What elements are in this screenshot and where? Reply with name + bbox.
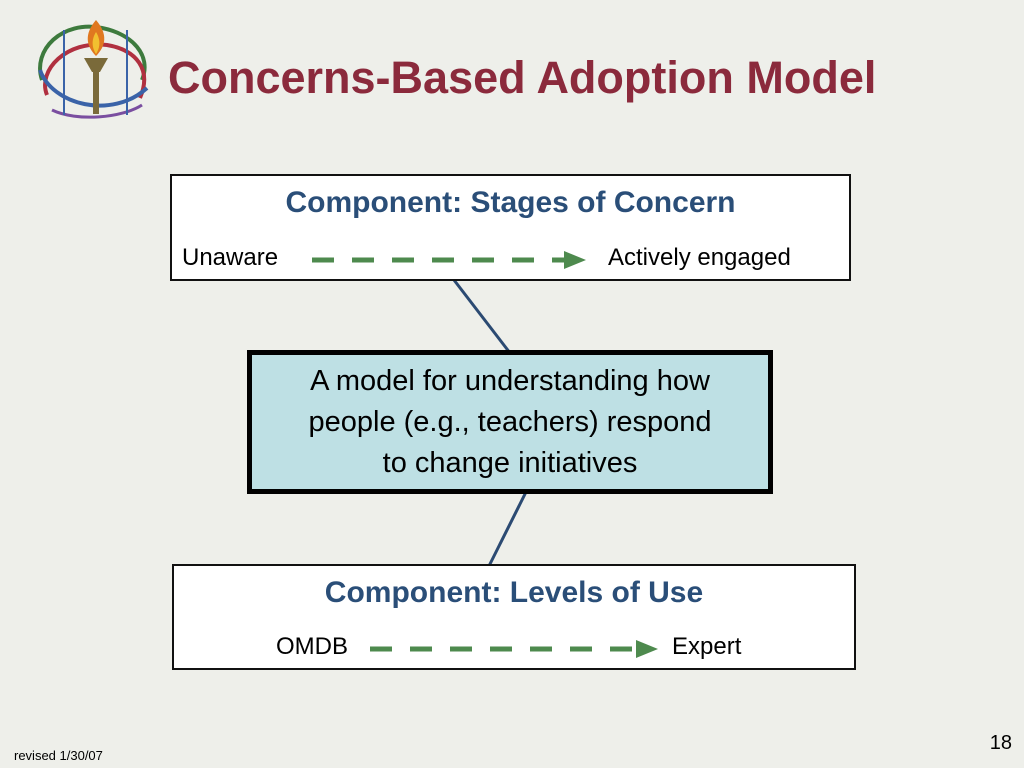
stages-right-label: Actively engaged [608,244,791,271]
connector-top [452,279,512,354]
description-line-1: A model for understanding how [310,364,710,397]
levels-right-label: Expert [672,633,742,660]
connector-bottom [487,491,528,567]
page-title: Concerns-Based Adoption Model [168,52,877,103]
stages-left-label: Unaware [182,244,279,271]
levels-heading: Component: Levels of Use [324,576,704,609]
page-number: 18 [989,732,1012,754]
model-description-box: A model for understanding how people (e.… [247,350,773,494]
levels-dashed-arrow-icon [370,640,658,658]
stages-dashed-arrow-icon [312,251,586,269]
torch-logo-icon [38,20,149,119]
levels-left-label: OMDB [276,633,348,660]
stages-heading: Component: Stages of Concern [285,186,736,219]
revised-date: revised 1/30/07 [14,748,103,763]
description-line-3: to change initiatives [382,446,638,479]
description-line-2: people (e.g., teachers) respond [308,405,712,438]
model-description: A model for understanding how people (e.… [298,361,721,484]
levels-of-use-box: Component: Levels of Use OMDB Expert [172,564,856,670]
stages-of-concern-box: Component: Stages of Concern Unaware Act… [170,174,851,281]
